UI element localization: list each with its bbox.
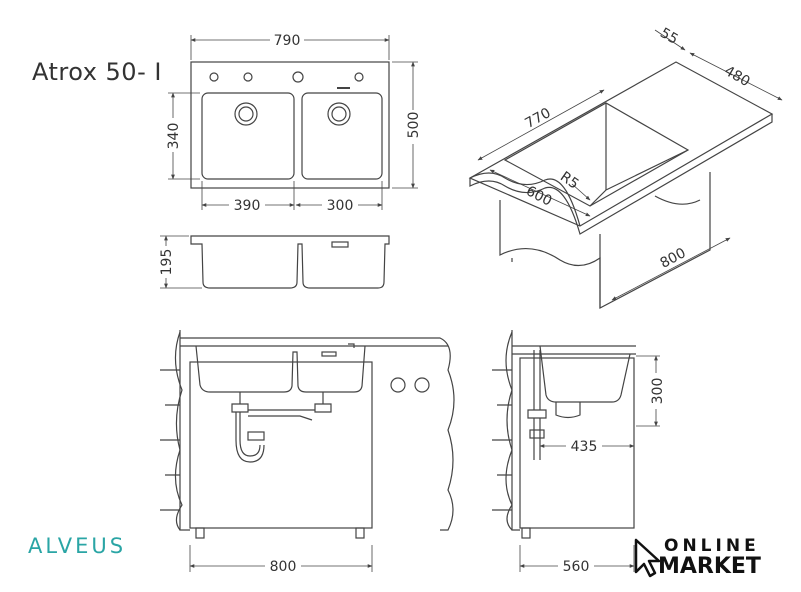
left-bowl [201, 92, 295, 180]
side-install-view [492, 330, 660, 572]
right-drain [327, 102, 351, 126]
logo-line2: MARKET [658, 554, 761, 579]
dim-195: 195 [159, 249, 175, 276]
tap-hole [243, 72, 253, 82]
dim-390: 390 [234, 198, 261, 214]
online-market-logo: ONLINE MARKET [634, 536, 784, 580]
dim-790: 790 [274, 33, 301, 49]
brand-logo: ALVEUS [28, 534, 127, 558]
product-title: Atrox 50- I [32, 58, 162, 86]
dim-800-front: 800 [270, 559, 297, 575]
tap-hole [292, 71, 304, 83]
logo-line1: ONLINE [664, 536, 760, 556]
sink-outline [190, 61, 390, 189]
right-bowl [301, 92, 383, 180]
tap-hole [209, 72, 219, 82]
dim-300-side: 300 [650, 378, 666, 405]
top-view [168, 35, 418, 210]
dim-340: 340 [166, 123, 182, 150]
dim-300: 300 [327, 198, 354, 214]
front-install-view [160, 330, 455, 572]
tap-hole [354, 72, 364, 82]
dim-435: 435 [571, 439, 598, 455]
dim-500: 500 [406, 112, 422, 139]
dim-55: 55 [657, 25, 680, 48]
cursor-icon [634, 538, 660, 578]
dim-560: 560 [563, 559, 590, 575]
dim-770: 770 [522, 105, 553, 132]
left-drain [234, 102, 258, 126]
dim-480: 480 [721, 63, 752, 90]
isometric-view [468, 29, 783, 309]
section-view [160, 235, 390, 289]
